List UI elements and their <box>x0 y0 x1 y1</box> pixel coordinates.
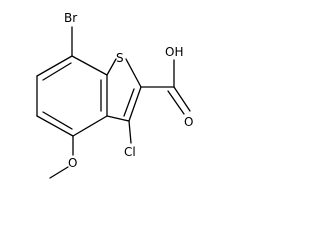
chemical-structure: Br S OH O Cl O <box>36 11 193 179</box>
bond-c3a-c4 <box>72 115 108 137</box>
bond-c2-c3 <box>128 86 142 122</box>
double-bond-carboxyl-co-b <box>167 90 185 115</box>
bond-o-methyl <box>49 166 69 179</box>
bond-c7a-s <box>106 58 117 76</box>
double-bond-c2-c3-inner <box>123 88 135 117</box>
double-bond-c4-c5-inner <box>42 111 73 130</box>
atom-sulfur: S <box>116 51 124 65</box>
double-bond-carboxyl-co-a <box>173 86 191 112</box>
bond-c4-c5 <box>36 115 74 137</box>
atom-carbonyl-oxygen: O <box>184 115 193 129</box>
atom-chlorine: Cl <box>124 145 136 159</box>
bond-c3-cl <box>128 120 132 144</box>
atom-methoxy-oxygen: O <box>68 156 77 170</box>
atom-bromine: Br <box>64 11 77 25</box>
double-bond-c6-c7-inner <box>42 62 72 81</box>
bond-c6-c7 <box>36 55 73 77</box>
atom-hydroxyl: OH <box>165 45 183 59</box>
bond-c3-c3a <box>106 115 130 122</box>
bond-c7-c7a <box>71 55 108 76</box>
bond-s-c2 <box>125 58 142 88</box>
